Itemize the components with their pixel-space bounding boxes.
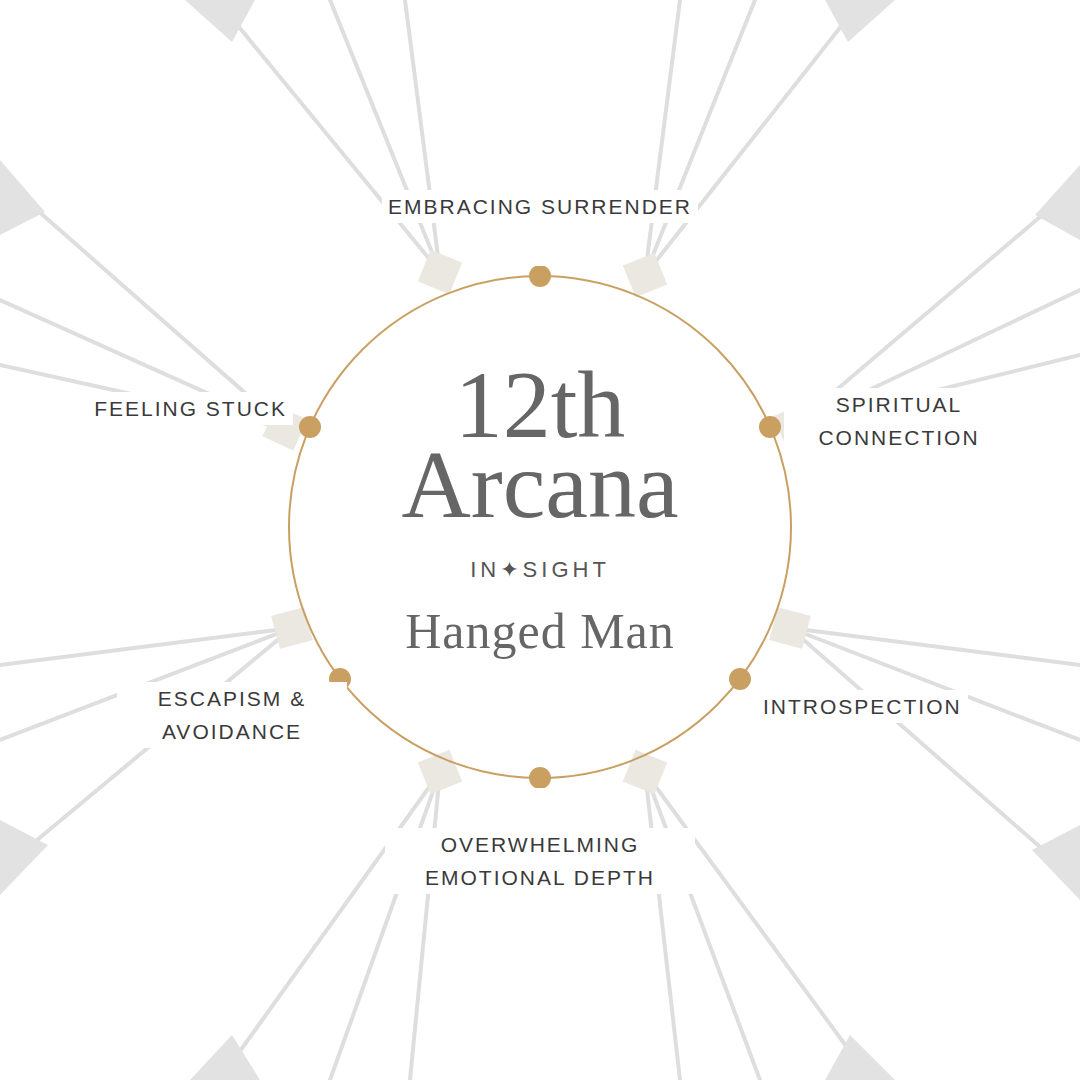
meaning-label: FEELING STUCK	[88, 392, 293, 425]
brand-mark: IN✦SIGHT	[279, 557, 801, 583]
meaning-label: OVERWHELMING EMOTIONAL DEPTH	[385, 828, 695, 894]
meaning-label: INTROSPECTION	[757, 690, 968, 723]
meaning-label: ESCAPISM & AVOIDANCE	[117, 682, 347, 748]
meaning-label: SPIRITUAL CONNECTION	[784, 388, 1014, 454]
circle-outline	[279, 266, 801, 788]
card-name: Hanged Man	[279, 601, 801, 661]
arcana-title: 12th Arcana	[279, 365, 801, 525]
arcana-circle: 12th ArcanaIN✦SIGHT Hanged Man	[279, 266, 801, 788]
meaning-label: EMBRACING SURRENDER	[382, 190, 698, 223]
